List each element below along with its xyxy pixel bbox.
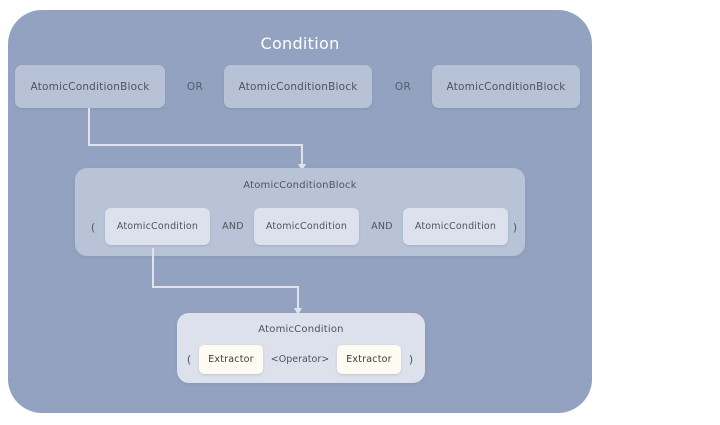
operator-row: ( Extractor <Operator> Extractor ) bbox=[177, 345, 425, 375]
and-operator-label-1: AND bbox=[222, 221, 244, 232]
atomic-condition-block-panel-title: AtomicConditionBlock bbox=[243, 180, 357, 191]
extractor-chip-right[interactable]: Extractor bbox=[337, 345, 401, 374]
connector-segment-vertical bbox=[301, 144, 303, 166]
open-paren: ( bbox=[186, 353, 192, 366]
atomic-condition-block-chip-3[interactable]: AtomicConditionBlock bbox=[432, 65, 580, 108]
condition-container: Condition AtomicConditionBlock OR Atomic… bbox=[8, 10, 592, 413]
and-row: ( AtomicCondition AND AtomicCondition AN… bbox=[75, 208, 525, 246]
atomic-condition-panel-title: AtomicCondition bbox=[258, 324, 344, 335]
atomic-condition-chip-3[interactable]: AtomicCondition bbox=[403, 208, 508, 245]
or-operator-label-1: OR bbox=[186, 80, 204, 93]
connector-segment-vertical bbox=[88, 108, 90, 146]
atomic-condition-block-chip-2[interactable]: AtomicConditionBlock bbox=[224, 65, 372, 108]
connector-segment-horizontal bbox=[152, 286, 299, 288]
atomic-condition-block-chip-1[interactable]: AtomicConditionBlock bbox=[15, 65, 165, 108]
operator-placeholder-label: <Operator> bbox=[270, 354, 330, 365]
extractor-chip-left[interactable]: Extractor bbox=[199, 345, 263, 374]
arrowhead-down-icon bbox=[293, 308, 302, 315]
atomic-condition-chip-2[interactable]: AtomicCondition bbox=[254, 208, 359, 245]
close-paren: ) bbox=[408, 353, 414, 366]
or-operator-label-2: OR bbox=[394, 80, 412, 93]
arrowhead-down-icon bbox=[297, 164, 306, 171]
atomic-condition-block-panel: AtomicConditionBlock ( AtomicCondition A… bbox=[75, 168, 525, 256]
close-paren: ) bbox=[512, 220, 518, 234]
or-row: AtomicConditionBlock OR AtomicConditionB… bbox=[8, 65, 592, 117]
atomic-condition-panel: AtomicCondition ( Extractor <Operator> E… bbox=[177, 313, 425, 383]
atomic-condition-chip-1[interactable]: AtomicCondition bbox=[105, 208, 210, 245]
connector-segment-vertical bbox=[297, 286, 299, 310]
connector-segment-vertical bbox=[152, 248, 154, 288]
and-operator-label-2: AND bbox=[371, 221, 393, 232]
open-paren: ( bbox=[90, 220, 96, 234]
connector-segment-horizontal bbox=[88, 144, 303, 146]
diagram-title: Condition bbox=[260, 34, 340, 53]
